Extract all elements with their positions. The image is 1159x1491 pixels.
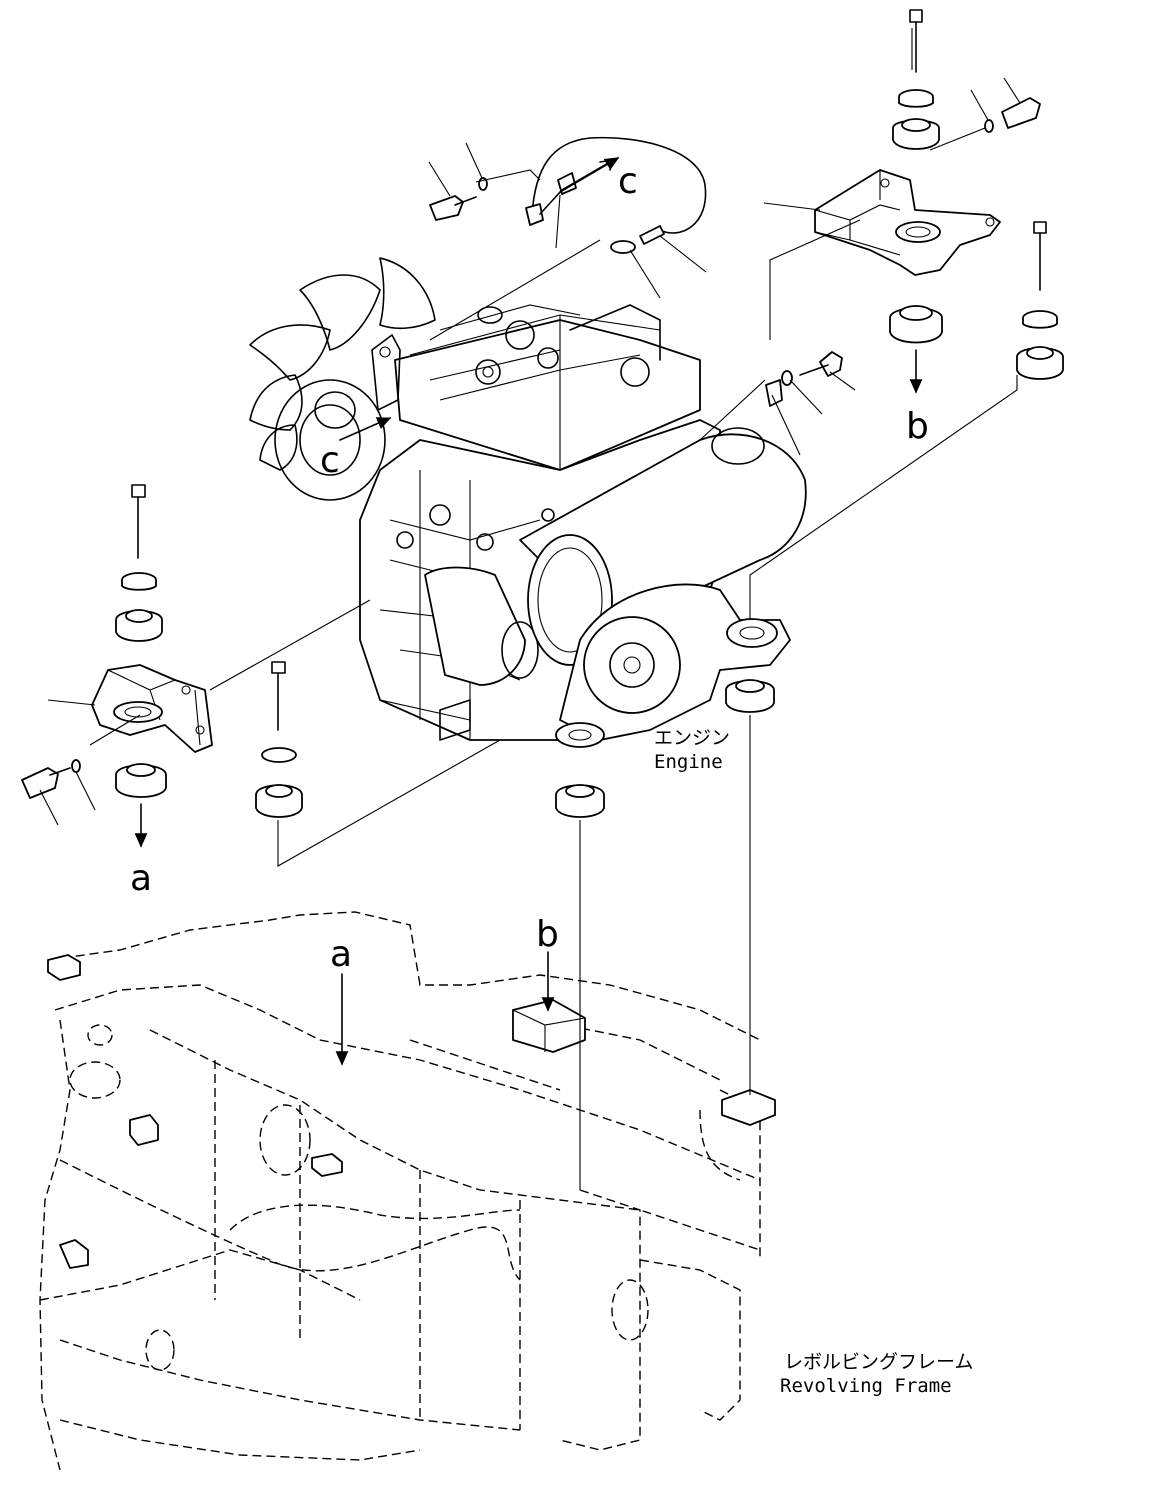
sensor-harness	[429, 136, 707, 254]
frame-caption-en: Revolving Frame	[780, 1375, 952, 1397]
revolving-frame	[39, 911, 776, 1471]
bolt-washer-top-right	[765, 97, 1041, 407]
mount-cushions-center	[555, 679, 775, 818]
frame-caption-jp: レボルビングフレーム	[784, 1351, 973, 1373]
leader-lines	[39, 77, 1021, 1190]
label-c-sensor: c	[618, 161, 638, 202]
mount-stack-left	[115, 484, 167, 848]
bracket-right	[814, 169, 1001, 276]
frame-pad-left	[47, 954, 81, 981]
mount-stack-top-right	[889, 9, 943, 394]
label-b-top: b	[906, 406, 929, 447]
bracket-left	[91, 664, 213, 753]
mount-stack-center-left	[255, 661, 303, 818]
engine	[249, 257, 807, 748]
label-a-left: a	[130, 858, 152, 899]
label-c-engine: c	[320, 440, 340, 481]
label-b-frame: b	[536, 914, 559, 955]
frame-pad-right	[721, 1089, 776, 1126]
engine-caption-en: Engine	[654, 751, 723, 773]
frame-pad-b	[512, 999, 586, 1053]
engine-caption-jp: エンジン	[654, 727, 730, 749]
bolt-washer-left	[21, 759, 81, 799]
label-a-frame: a	[330, 934, 352, 975]
mount-stack-right-mid	[1016, 221, 1064, 380]
